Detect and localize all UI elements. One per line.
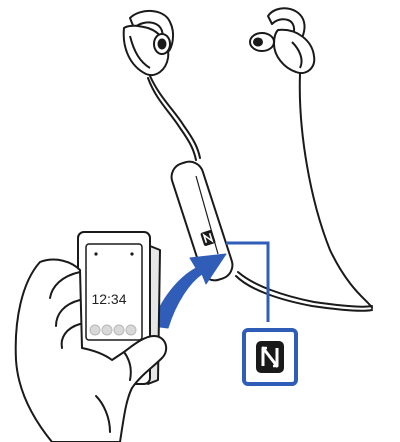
player-clock: 12:34: [91, 291, 126, 307]
right-earbud-icon: [249, 7, 316, 74]
inline-remote: [170, 160, 234, 282]
headphone-cable: [147, 73, 373, 312]
nfc-n-mark-icon: [256, 341, 284, 373]
player-screen: [85, 243, 143, 341]
hand: [14, 258, 168, 442]
nfc-callout: [226, 241, 298, 386]
remote-nfc-mark-icon: [200, 230, 216, 246]
player-app-icons: [89, 324, 137, 336]
left-earbud-icon: [122, 10, 175, 76]
touch-arrow-icon: [151, 253, 227, 329]
